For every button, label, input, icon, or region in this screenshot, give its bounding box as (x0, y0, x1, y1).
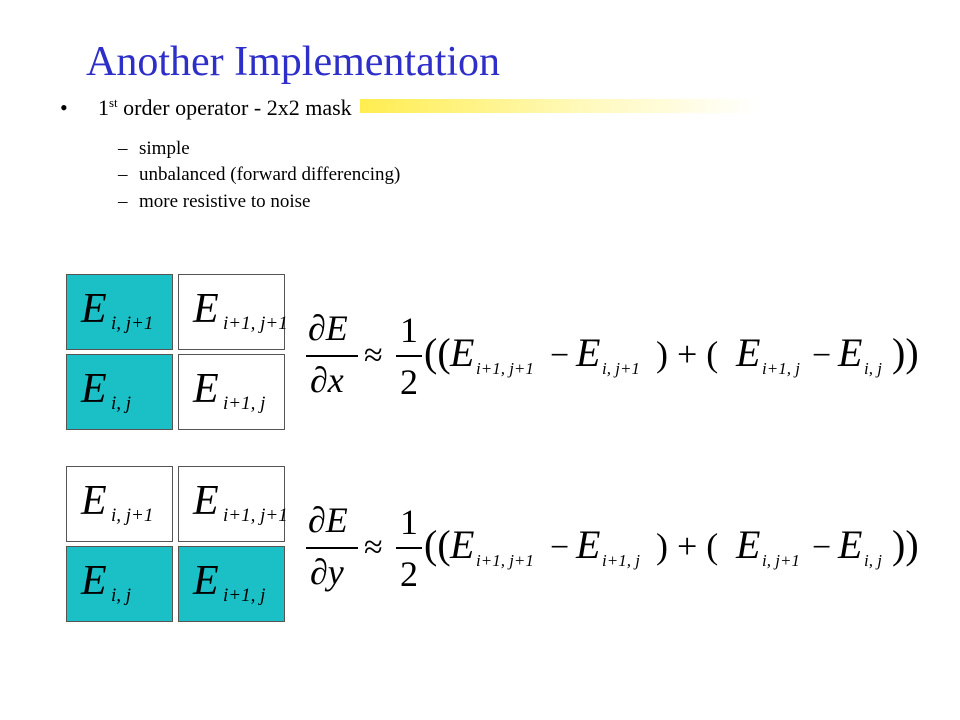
eq-close-parens: )) (892, 522, 919, 567)
eq-mid: ) + ( (656, 526, 718, 566)
bullet-dot: • (60, 95, 68, 120)
eq-derivative-denominator: ∂x (310, 360, 344, 400)
eq-term-a-base: E (449, 522, 474, 567)
bullet-rest: order operator - 2x2 mask (117, 95, 352, 120)
eq-term-b-subscript: i+1, j (602, 551, 640, 570)
bullet-ordinal-number: 1 (98, 95, 109, 120)
eq-term-d-base: E (837, 330, 862, 375)
cell-base: E (81, 558, 107, 604)
eq-term-c-base: E (735, 330, 760, 375)
bullet-ordinal-suffix: st (109, 95, 118, 110)
eq-derivative-numerator: ∂E (308, 500, 348, 540)
equation-dy: ∂E ∂y ≈ 1 2 (( E i+1, j+1 − E i+1, j ) +… (300, 492, 940, 602)
cell-subscript: i+1, j+1 (223, 505, 288, 526)
cell-base: E (193, 366, 219, 412)
cell-subscript: i, j+1 (111, 313, 154, 334)
cell-base: E (81, 366, 107, 412)
eq-term-d-subscript: i, j (864, 551, 882, 570)
eq-half-denominator: 2 (400, 554, 418, 594)
eq-term-b-base: E (575, 522, 600, 567)
cell-subscript: i, j (111, 585, 132, 606)
eq-term-a-subscript: i+1, j+1 (476, 359, 534, 378)
eq-term-b-subscript: i, j+1 (602, 359, 640, 378)
eq-half-numerator: 1 (400, 502, 418, 542)
eq-minus-1: − (550, 529, 569, 566)
sub-item-dash: – (118, 138, 128, 159)
eq-derivative-denominator: ∂y (310, 552, 344, 592)
sub-item-text: more resistive to noise (139, 191, 311, 212)
highlight-stroke (360, 99, 760, 113)
eq-approx: ≈ (364, 337, 383, 374)
eq-minus-2: − (812, 337, 831, 374)
cell-base: E (81, 286, 107, 332)
eq-term-c-base: E (735, 522, 760, 567)
eq-close-parens: )) (892, 330, 919, 375)
eq-term-b-base: E (575, 330, 600, 375)
eq-term-d-base: E (837, 522, 862, 567)
eq-half-numerator: 1 (400, 310, 418, 350)
eq-approx: ≈ (364, 529, 383, 566)
sub-item-text: simple (139, 138, 190, 159)
eq-minus-2: − (812, 529, 831, 566)
eq-term-d-subscript: i, j (864, 359, 882, 378)
eq-term-a-subscript: i+1, j+1 (476, 551, 534, 570)
cell-base: E (193, 478, 219, 524)
cell-subscript: i+1, j (223, 585, 266, 606)
eq-open-parens: (( (424, 330, 451, 375)
cell-base: E (193, 558, 219, 604)
cell-subscript: i, j (111, 393, 132, 414)
bullet-text: 1st order operator - 2x2 mask (98, 95, 352, 121)
eq-derivative-numerator: ∂E (308, 308, 348, 348)
cell-subscript: i+1, j+1 (223, 313, 288, 334)
sub-item-dash: – (118, 164, 128, 185)
eq-term-c-subscript: i, j+1 (762, 551, 800, 570)
cell-base: E (193, 286, 219, 332)
eq-minus-1: − (550, 337, 569, 374)
cell-subscript: i+1, j (223, 393, 266, 414)
slide-title: Another Implementation (86, 39, 501, 85)
eq-term-c-subscript: i+1, j (762, 359, 800, 378)
eq-open-parens: (( (424, 522, 451, 567)
eq-half-denominator: 2 (400, 362, 418, 402)
equation-dx: ∂E ∂x ≈ 1 2 (( E i+1, j+1 − E i, j+1 ) +… (300, 300, 940, 410)
cell-base: E (81, 478, 107, 524)
cell-subscript: i, j+1 (111, 505, 154, 526)
sub-item-dash: – (118, 191, 128, 212)
eq-mid: ) + ( (656, 334, 718, 374)
sub-item-text: unbalanced (forward differencing) (139, 164, 401, 185)
eq-term-a-base: E (449, 330, 474, 375)
